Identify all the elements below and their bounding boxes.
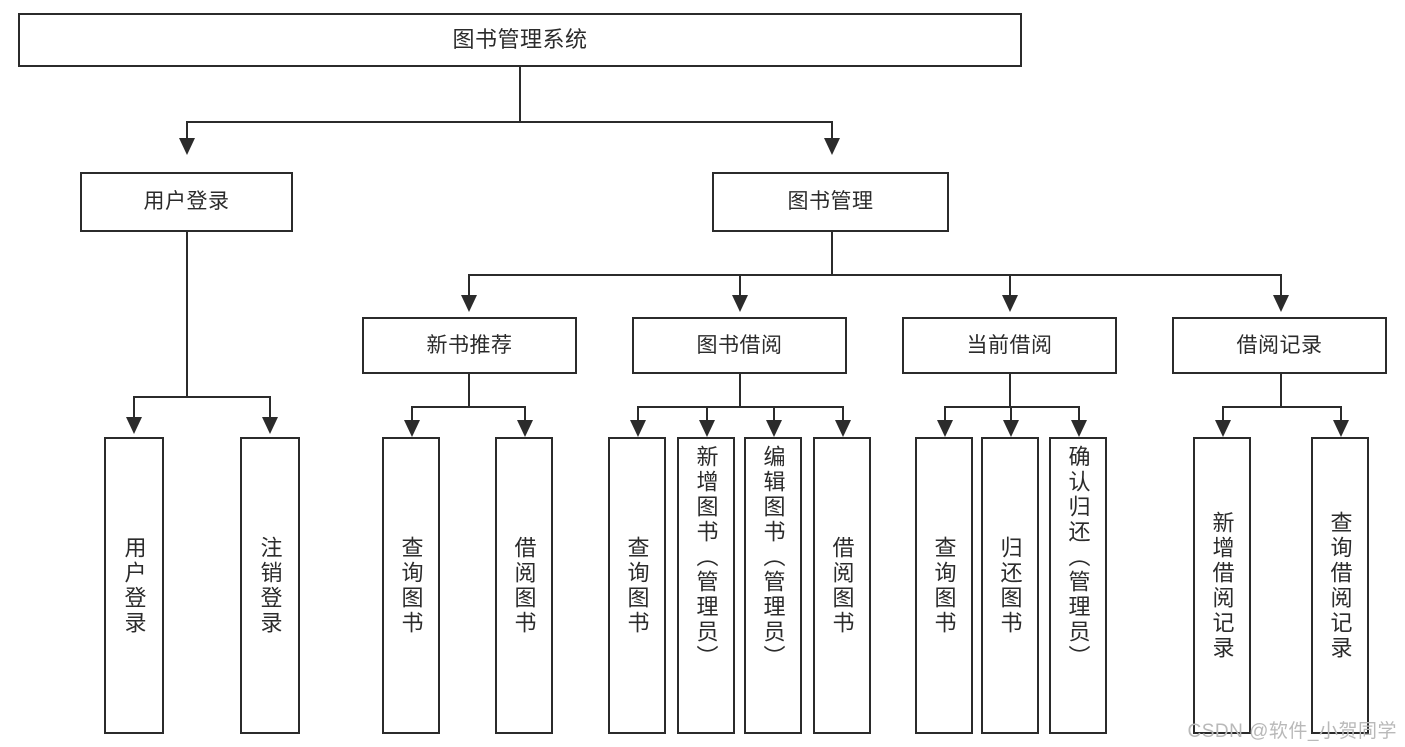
- node-borrow-record-label: 借阅记录: [1236, 333, 1323, 357]
- connector-root-bus: [186, 121, 832, 123]
- leaf-query-book-2[interactable]: 查询图书: [608, 437, 666, 734]
- leaf-query-book-1-label: 查询图书: [398, 535, 424, 636]
- leaf-add-book[interactable]: 新增图书（管理员）: [677, 437, 735, 734]
- arrow-user-login-leaf-1: [126, 417, 142, 434]
- leaf-query-book-1[interactable]: 查询图书: [382, 437, 440, 734]
- connector-book-borrow-bus: [637, 406, 843, 408]
- connector-current-borrow-drop-1: [944, 406, 946, 420]
- leaf-user-login-label: 用户登录: [121, 535, 147, 636]
- arrow-new-book-leaf-2: [517, 420, 533, 437]
- node-root-label: 图书管理系统: [452, 26, 588, 52]
- leaf-query-record-label: 查询借阅记录: [1327, 510, 1353, 661]
- arrow-current-borrow-leaf-2: [1003, 420, 1019, 437]
- connector-root-to-user-login: [186, 121, 188, 139]
- connector-borrow-record-drop-1: [1222, 406, 1224, 420]
- csdn-watermark: CSDN @软件_小贺同学: [1187, 721, 1397, 742]
- leaf-borrow-book-1[interactable]: 借阅图书: [495, 437, 553, 734]
- leaf-query-book-3[interactable]: 查询图书: [915, 437, 973, 734]
- node-borrow-record[interactable]: 借阅记录: [1172, 317, 1387, 374]
- leaf-edit-book-label: 编辑图书（管理员）: [760, 445, 786, 670]
- connector-book-borrow-drop-1: [637, 406, 639, 420]
- leaf-user-login[interactable]: 用户登录: [104, 437, 164, 734]
- arrow-book-manage-child-4: [1273, 295, 1289, 312]
- connector-user-login-bus: [133, 396, 270, 398]
- leaf-query-record[interactable]: 查询借阅记录: [1311, 437, 1369, 734]
- leaf-logout-login[interactable]: 注销登录: [240, 437, 300, 734]
- node-new-book-recommend-label: 新书推荐: [426, 333, 513, 357]
- connector-user-login-drop-1: [133, 396, 135, 417]
- leaf-query-book-3-label: 查询图书: [931, 535, 957, 636]
- connector-book-borrow-drop-2: [706, 406, 708, 420]
- connector-book-manage-stem: [831, 232, 833, 276]
- leaf-logout-login-label: 注销登录: [257, 535, 283, 636]
- connector-root-to-book-manage: [831, 121, 833, 139]
- arrow-new-book-leaf-1: [404, 420, 420, 437]
- arrow-current-borrow-leaf-3: [1071, 420, 1087, 437]
- connector-root-stem: [519, 67, 521, 122]
- leaf-add-book-label: 新增图书（管理员）: [693, 445, 719, 670]
- connector-book-manage-drop-1: [468, 274, 470, 295]
- node-current-borrow[interactable]: 当前借阅: [902, 317, 1117, 374]
- node-root[interactable]: 图书管理系统: [18, 13, 1022, 67]
- connector-current-borrow-drop-3: [1078, 406, 1080, 420]
- node-book-manage-label: 图书管理: [787, 190, 874, 214]
- arrow-root-to-book-manage: [824, 138, 840, 155]
- arrow-user-login-leaf-2: [262, 417, 278, 434]
- arrow-book-borrow-leaf-4: [835, 420, 851, 437]
- arrow-current-borrow-leaf-1: [937, 420, 953, 437]
- arrow-book-manage-child-1: [461, 295, 477, 312]
- node-book-borrow-label: 图书借阅: [696, 333, 783, 357]
- node-current-borrow-label: 当前借阅: [966, 333, 1053, 357]
- connector-book-borrow-stem: [739, 374, 741, 408]
- arrow-borrow-record-leaf-1: [1215, 420, 1231, 437]
- leaf-borrow-book-2-label: 借阅图书: [829, 535, 855, 636]
- connector-book-manage-bus: [468, 274, 1282, 276]
- arrow-book-borrow-leaf-2: [699, 420, 715, 437]
- node-new-book-recommend[interactable]: 新书推荐: [362, 317, 577, 374]
- arrow-book-borrow-leaf-1: [630, 420, 646, 437]
- connector-book-manage-drop-2: [739, 274, 741, 295]
- arrow-book-manage-child-2: [732, 295, 748, 312]
- node-book-manage[interactable]: 图书管理: [712, 172, 949, 232]
- connector-new-book-bus: [411, 406, 526, 408]
- node-user-login[interactable]: 用户登录: [80, 172, 293, 232]
- connector-new-book-drop-2: [524, 406, 526, 420]
- leaf-borrow-book-2[interactable]: 借阅图书: [813, 437, 871, 734]
- arrow-book-borrow-leaf-3: [766, 420, 782, 437]
- node-user-login-label: 用户登录: [143, 190, 230, 214]
- leaf-confirm-return[interactable]: 确认归还（管理员）: [1049, 437, 1107, 734]
- leaf-add-record-label: 新增借阅记录: [1209, 510, 1235, 661]
- arrow-borrow-record-leaf-2: [1333, 420, 1349, 437]
- connector-new-book-stem: [468, 374, 470, 408]
- connector-new-book-drop-1: [411, 406, 413, 420]
- leaf-confirm-return-label: 确认归还（管理员）: [1065, 445, 1091, 670]
- leaf-borrow-book-1-label: 借阅图书: [511, 535, 537, 636]
- node-book-borrow[interactable]: 图书借阅: [632, 317, 847, 374]
- arrow-root-to-user-login: [179, 138, 195, 155]
- connector-current-borrow-drop-2: [1010, 406, 1012, 420]
- connector-user-login-stem: [186, 232, 188, 398]
- connector-book-manage-drop-4: [1280, 274, 1282, 295]
- leaf-add-record[interactable]: 新增借阅记录: [1193, 437, 1251, 734]
- connector-borrow-record-drop-2: [1340, 406, 1342, 420]
- connector-current-borrow-stem: [1009, 374, 1011, 408]
- connector-borrow-record-stem: [1280, 374, 1282, 408]
- leaf-return-book-label: 归还图书: [997, 535, 1023, 636]
- arrow-book-manage-child-3: [1002, 295, 1018, 312]
- connector-book-manage-drop-3: [1009, 274, 1011, 295]
- connector-book-borrow-drop-4: [842, 406, 844, 420]
- leaf-edit-book[interactable]: 编辑图书（管理员）: [744, 437, 802, 734]
- connector-borrow-record-bus: [1222, 406, 1341, 408]
- connector-book-borrow-drop-3: [773, 406, 775, 420]
- leaf-query-book-2-label: 查询图书: [624, 535, 650, 636]
- connector-user-login-drop-2: [269, 396, 271, 417]
- leaf-return-book[interactable]: 归还图书: [981, 437, 1039, 734]
